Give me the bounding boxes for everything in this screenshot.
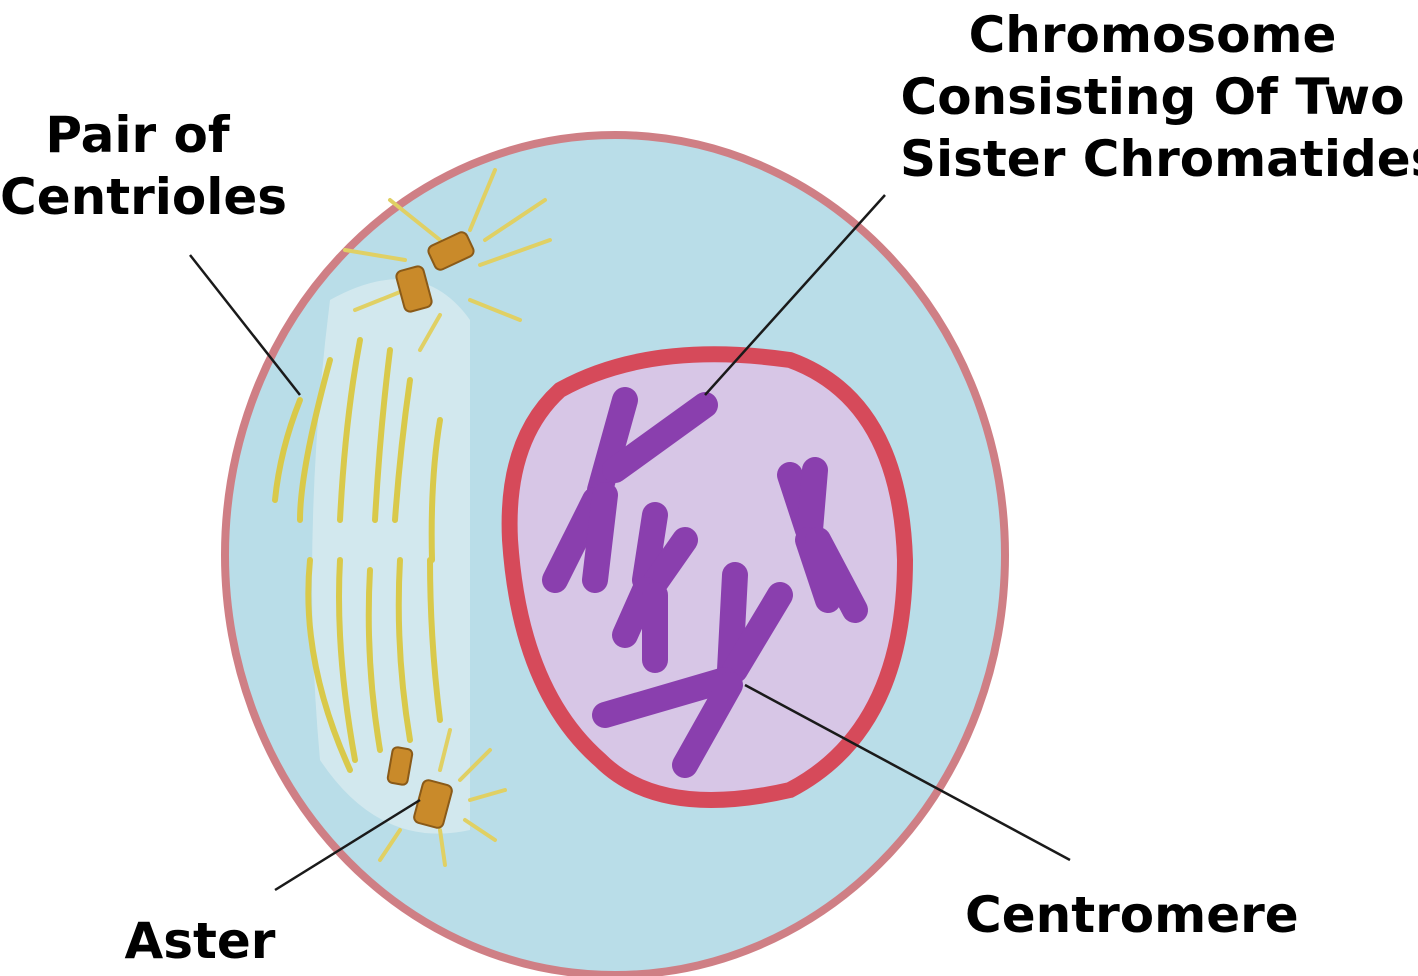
label-centrioles: Pair of Centrioles <box>0 104 275 228</box>
label-chromosome-line3: Sister Chromatides <box>900 128 1405 190</box>
label-aster: Aster <box>115 910 285 972</box>
label-centrioles-line1: Pair of <box>0 104 275 166</box>
label-chromosome: Chromosome Consisting Of Two Sister Chro… <box>900 4 1405 190</box>
label-chromosome-line2: Consisting Of Two <box>900 66 1405 128</box>
label-centromere-text: Centromere <box>965 884 1295 946</box>
label-aster-text: Aster <box>115 910 285 972</box>
label-centromere: Centromere <box>965 884 1295 946</box>
centrioles-leader <box>190 255 300 395</box>
label-chromosome-line1: Chromosome <box>900 4 1405 66</box>
label-centrioles-line2: Centrioles <box>0 166 275 228</box>
